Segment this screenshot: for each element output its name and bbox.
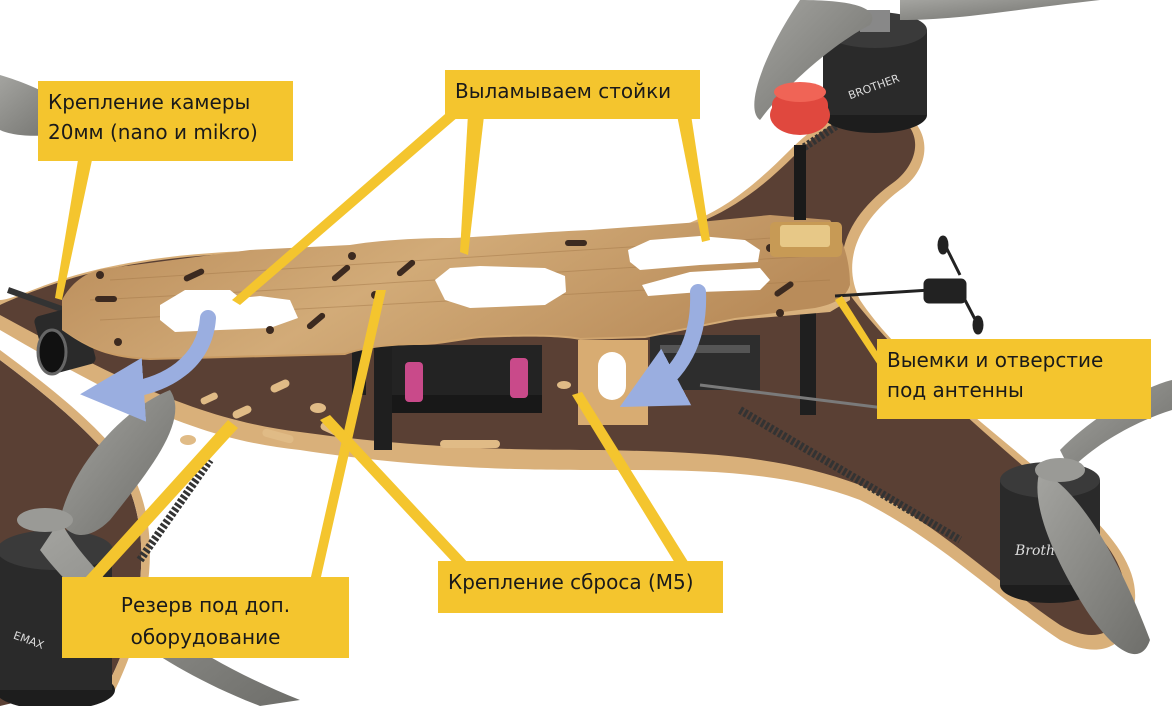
bottom-plate [0,111,1126,636]
callout-antenna-cutouts: Выемки и отверстие под антенны [877,339,1151,419]
callout-camera-mount: Крепление камеры 20мм (nano и mikro) [38,81,293,161]
break-direction-arrows [80,284,707,422]
callout-antenna-cutouts-line1: Выемки и отверстие [887,348,1104,372]
callout-break-struts: Выламываем стойки [445,70,700,119]
callout-break-struts-text: Выламываем стойки [455,79,672,103]
callout-drop-mount-text: Крепление сброса (M5) [448,570,694,594]
callout-leader-lines [55,108,880,590]
callout-reserve-line2: оборудование [130,625,281,649]
motor-front-right: BROTHER [823,10,927,133]
top-plate-cutouts [160,236,770,332]
callout-camera-mount-line1: Крепление камеры [48,90,251,114]
callout-drop-mount: Крепление сброса (M5) [438,561,723,613]
callout-reserve-line1: Резерв под доп. [120,593,291,617]
receiver-antenna [834,235,984,335]
callout-reserve: Резерв под доп. оборудование [62,577,349,658]
callout-antenna-cutouts-line2: под антенны [887,378,1024,402]
motor-rear-left: EMAX [0,530,115,706]
vtx-antenna [770,82,842,257]
callout-camera-mount-line2: 20мм (nano и mikro) [48,120,258,144]
